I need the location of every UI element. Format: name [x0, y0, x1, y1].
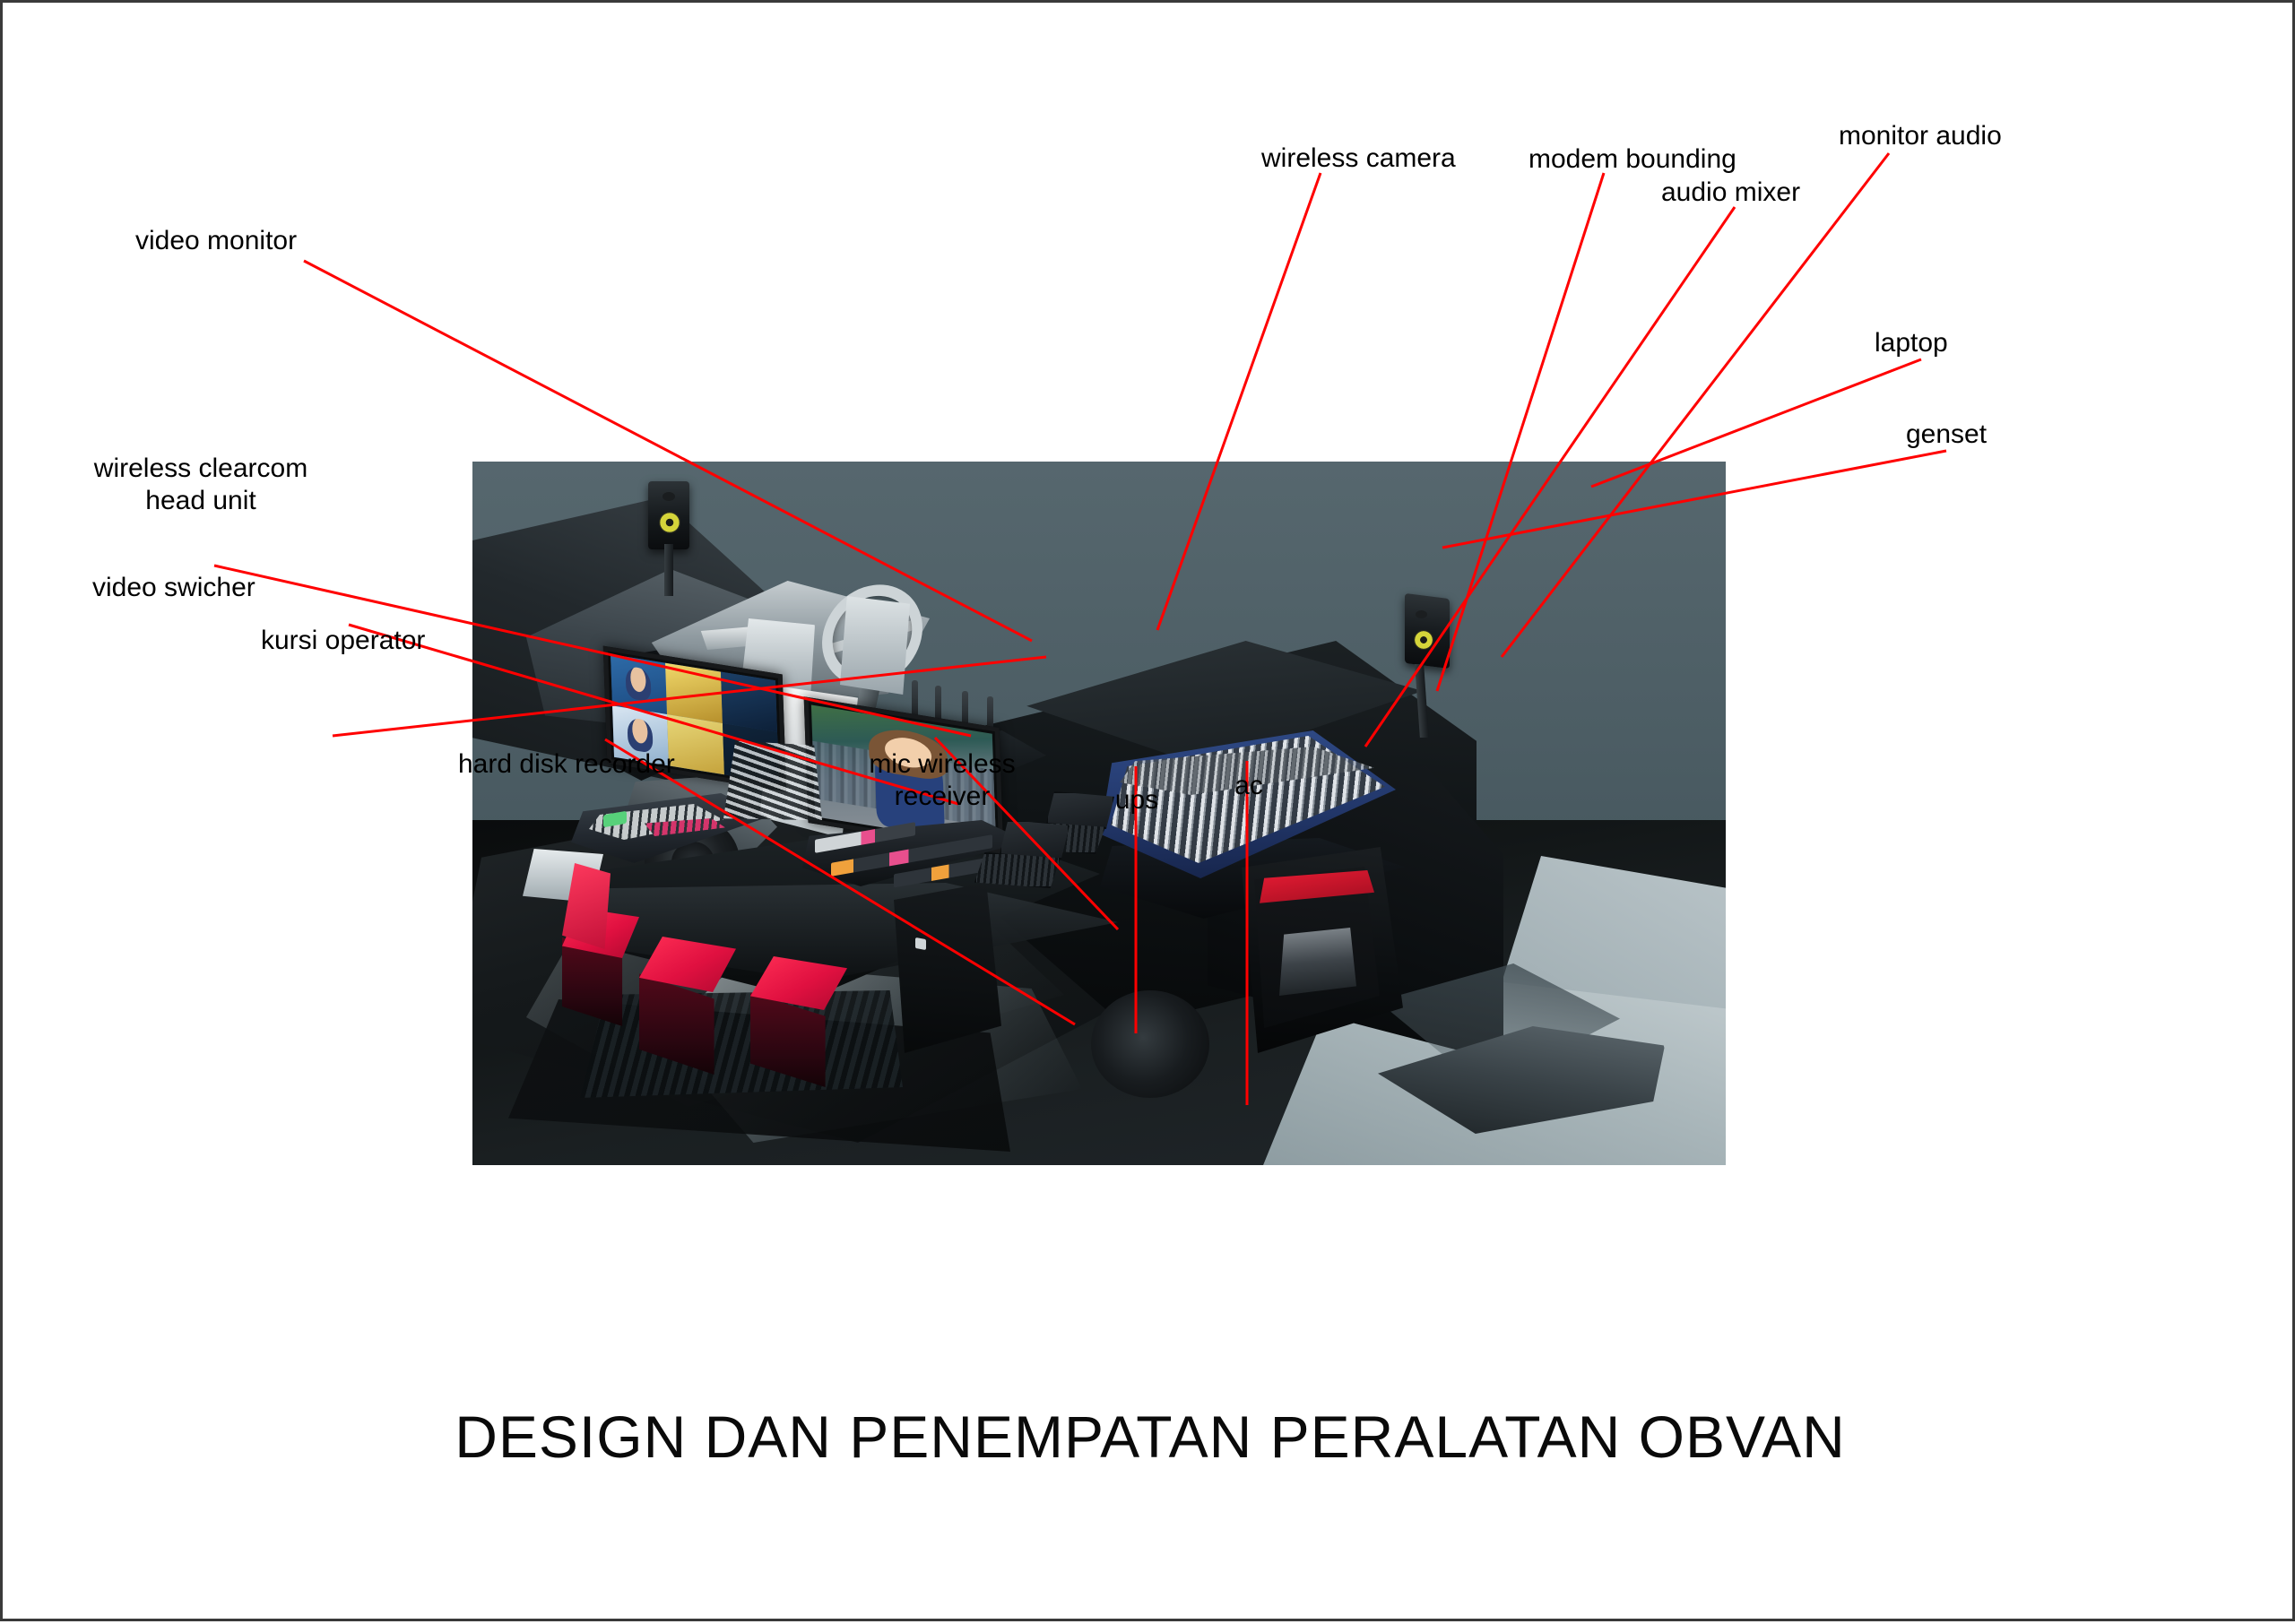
label-ac: ac [1234, 771, 1263, 800]
laptop-1-keyboard [974, 852, 1061, 888]
label-modem-bounding: modem bounding [1529, 144, 1736, 174]
genset-control-panel [1279, 928, 1356, 996]
passenger-seat [840, 596, 910, 695]
label-kursi-operator: kursi operator [261, 626, 426, 655]
laptop-1-screen [1000, 820, 1070, 860]
floor-grate [580, 990, 903, 1098]
speaker-tweeter-left [663, 492, 675, 501]
speaker-tweeter-right [1416, 610, 1427, 618]
rear-tire [1091, 990, 1209, 1098]
label-genset: genset [1906, 419, 1988, 449]
speaker-cone-left [659, 512, 680, 533]
label-wireless-camera: wireless camera [1261, 143, 1456, 173]
speaker-cone-right [1414, 630, 1433, 650]
ups-rack [894, 883, 1001, 1053]
multiview-quad-2 [665, 662, 723, 723]
label-ups: ups [1114, 785, 1159, 815]
multiview-quad-3 [720, 671, 777, 732]
label-video-monitor: video monitor [135, 226, 298, 255]
ups-indicator [915, 937, 926, 951]
ac-vent-grille [723, 732, 822, 832]
label-mic-wireless-receiver: mic wireless receiver [869, 749, 1016, 811]
label-laptop: laptop [1875, 328, 1948, 358]
multiview-quad-1 [611, 653, 668, 715]
label-video-swicher: video swicher [92, 573, 255, 602]
label-audio-mixer: audio mixer [1661, 177, 1801, 207]
page-title: DESIGN DAN PENEMPATAN PERALATAN OBVAN [455, 1404, 1846, 1470]
label-monitor-audio: monitor audio [1839, 121, 2002, 151]
label-wireless-clearcom: wireless clearcom head unit [93, 454, 308, 515]
label-hard-disk-recorder: hard disk recorder [458, 749, 675, 779]
speaker-stand-left [664, 544, 673, 596]
